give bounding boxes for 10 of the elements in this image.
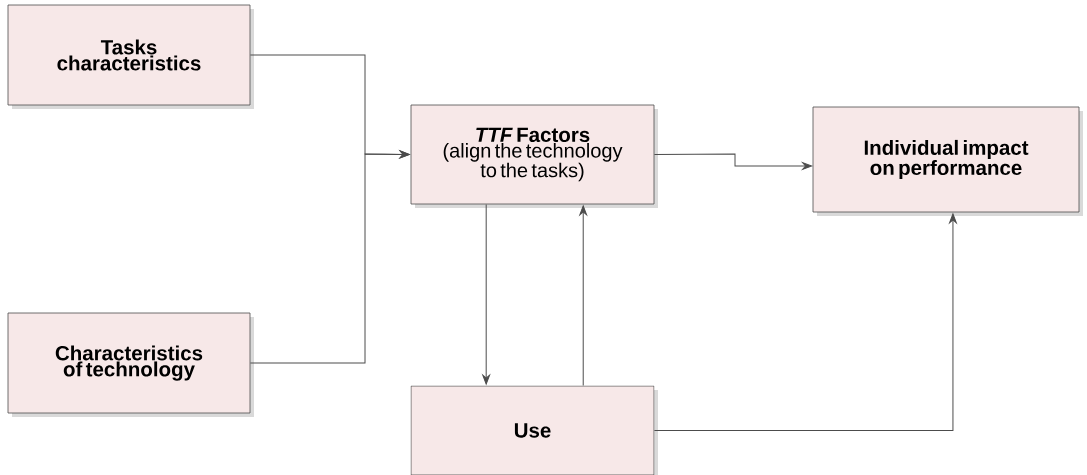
box: TTF Factors (align the technology to the tasks) [410,104,658,208]
arrow [579,205,588,387]
box: Individual impact on performance [812,106,1083,216]
arrow [653,153,813,170]
arrow [482,203,491,385]
arrow [249,150,410,364]
arrow [653,213,957,431]
box: Characteristics of technology [7,312,254,417]
box: Tasks characteristics [7,4,254,109]
box: Use [410,385,658,475]
